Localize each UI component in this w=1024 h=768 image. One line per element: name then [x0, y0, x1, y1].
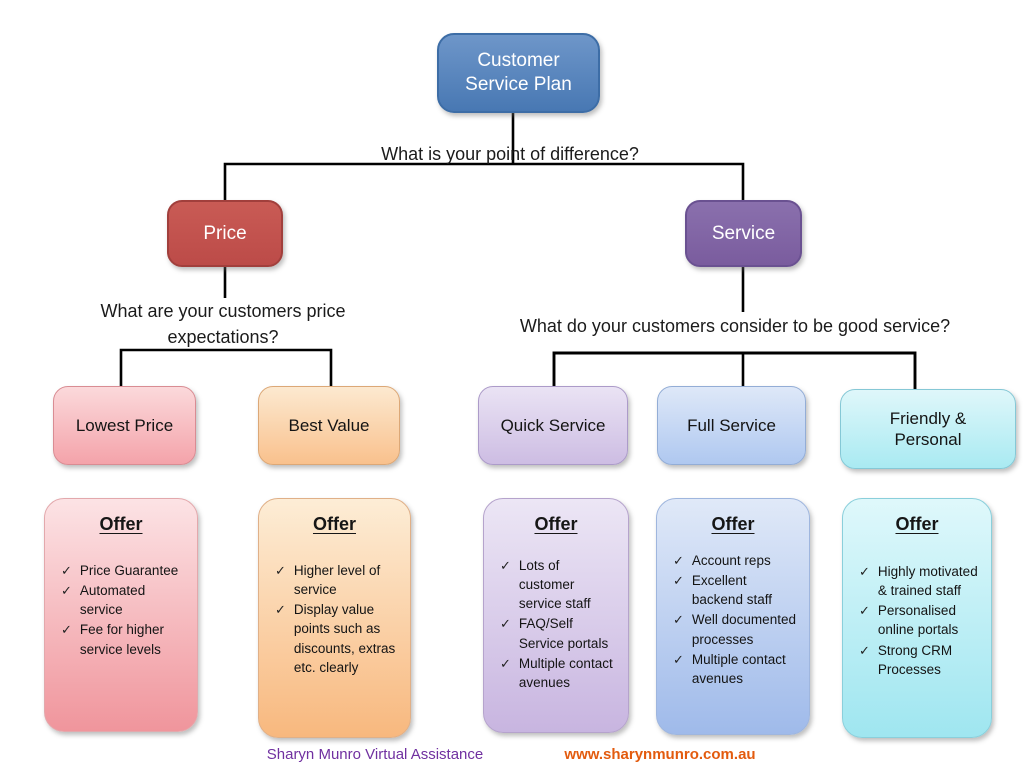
node-best-value: Best Value	[258, 386, 400, 465]
offer-title: Offer	[99, 514, 143, 534]
node-label: Lowest Price	[75, 415, 174, 435]
offer-item-text: Lots of customer service staff	[518, 558, 591, 612]
offer-list: ✓ Price Guarantee ✓ Automated service ✓ Fee…	[53, 561, 189, 659]
offer-item-text: Higher level of service	[293, 563, 381, 598]
node-lowest-price: Lowest Price	[53, 386, 196, 465]
offer-item: ✓ Display value points such as discounts,…	[275, 600, 398, 677]
offer-title: Offer	[534, 514, 578, 534]
check-icon: ✓	[61, 563, 72, 578]
check-icon: ✓	[500, 558, 511, 573]
offer-item: ✓ Highly motivated & trained staff	[859, 562, 979, 600]
offer-card-friendly-personal: Offer ✓ Highly motivated & trained staff …	[842, 498, 992, 738]
check-icon: ✓	[673, 553, 684, 568]
node-service: Service	[685, 200, 802, 267]
offer-list: ✓ Higher level of service ✓ Display value …	[267, 561, 402, 677]
check-icon: ✓	[859, 642, 870, 658]
offer-item-text: Well documented processes	[691, 612, 796, 647]
check-icon: ✓	[275, 602, 286, 618]
check-icon: ✓	[673, 651, 684, 667]
check-icon: ✓	[673, 612, 684, 628]
question-price-expectations: What are your customers price expectatio…	[100, 301, 346, 348]
offer-item: ✓ Multiple contact avenues	[500, 654, 616, 692]
offer-item: ✓ Personalised online portals	[859, 601, 979, 639]
offer-list: ✓ Highly motivated & trained staff ✓ Perso…	[851, 562, 983, 679]
node-customer-service-plan: Customer Service Plan	[437, 33, 600, 113]
footer-url: www.sharynmunro.com.au	[564, 746, 756, 763]
node-label: Quick Service	[500, 415, 606, 435]
offer-item-text: Excellent backend staff	[691, 573, 772, 608]
offer-card-full-service: Offer ✓ Account reps ✓ Excellent backend s…	[656, 498, 810, 735]
offer-item: ✓ Lots of customer service staff	[500, 556, 616, 613]
offer-item-text: Strong CRM Processes	[877, 642, 953, 677]
offer-card-lowest-price: Offer ✓ Price Guarantee ✓ Automated servic…	[44, 498, 198, 732]
offer-item: ✓ FAQ/Self Service portals	[500, 614, 616, 652]
offer-card-best-value: Offer ✓ Higher level of service ✓ Display …	[258, 498, 411, 738]
check-icon: ✓	[61, 622, 72, 638]
question-good-service: What do your customers consider to be go…	[519, 316, 951, 336]
offer-item: ✓ Fee for higher service levels	[61, 620, 185, 658]
node-full-service: Full Service	[657, 386, 806, 465]
node-label: Service	[711, 222, 776, 244]
node-label: Price	[203, 222, 247, 244]
check-icon: ✓	[500, 655, 511, 671]
offer-item: ✓ Excellent backend staff	[673, 571, 797, 609]
offer-item-text: Price Guarantee	[79, 563, 179, 578]
offer-title: Offer	[895, 514, 939, 534]
offer-item-text: Automated service	[79, 583, 146, 618]
offer-item-text: Account reps	[691, 553, 771, 568]
offer-card-quick-service: Offer ✓ Lots of customer service staff ✓ F…	[483, 498, 629, 733]
node-price: Price	[167, 200, 283, 267]
offer-item-text: Fee for higher service levels	[79, 622, 164, 657]
offer-item: ✓ Higher level of service	[275, 561, 398, 599]
offer-title: Offer	[312, 514, 356, 534]
offer-list: ✓ Lots of customer service staff ✓ FAQ/Sel…	[492, 556, 620, 692]
check-icon: ✓	[61, 583, 72, 599]
check-icon: ✓	[500, 616, 511, 632]
check-icon: ✓	[275, 563, 286, 578]
node-label: Full Service	[687, 415, 776, 435]
offer-item: ✓ Account reps	[673, 551, 797, 570]
offer-item: ✓ Strong CRM Processes	[859, 641, 979, 679]
node-quick-service: Quick Service	[478, 386, 628, 465]
offer-item: ✓ Automated service	[61, 581, 185, 619]
check-icon: ✓	[673, 573, 684, 589]
footer-brand: Sharyn Munro Virtual Assistance	[266, 746, 484, 763]
node-friendly-personal: Friendly & Personal	[840, 389, 1016, 469]
node-label: Customer Service Plan	[465, 50, 572, 95]
offer-list: ✓ Account reps ✓ Excellent backend staff ✓…	[665, 551, 801, 688]
offer-item: ✓ Well documented processes	[673, 610, 797, 648]
offer-item-text: Display value points such as discounts, …	[293, 602, 396, 675]
offer-title: Offer	[711, 514, 755, 534]
offer-item: ✓ Price Guarantee	[61, 561, 185, 580]
offer-item-text: Multiple contact avenues	[518, 655, 613, 690]
offer-item-text: Highly motivated & trained staff	[877, 564, 978, 599]
offer-item-text: FAQ/Self Service portals	[518, 616, 609, 651]
offer-item-text: Personalised online portals	[877, 603, 959, 638]
node-label: Best Value	[288, 415, 370, 435]
offer-item: ✓ Multiple contact avenues	[673, 650, 797, 688]
node-label: Friendly & Personal	[889, 408, 967, 449]
check-icon: ✓	[859, 564, 870, 579]
question-point-of-difference: What is your point of difference?	[381, 144, 639, 164]
check-icon: ✓	[859, 603, 870, 619]
offer-item-text: Multiple contact avenues	[691, 651, 786, 686]
